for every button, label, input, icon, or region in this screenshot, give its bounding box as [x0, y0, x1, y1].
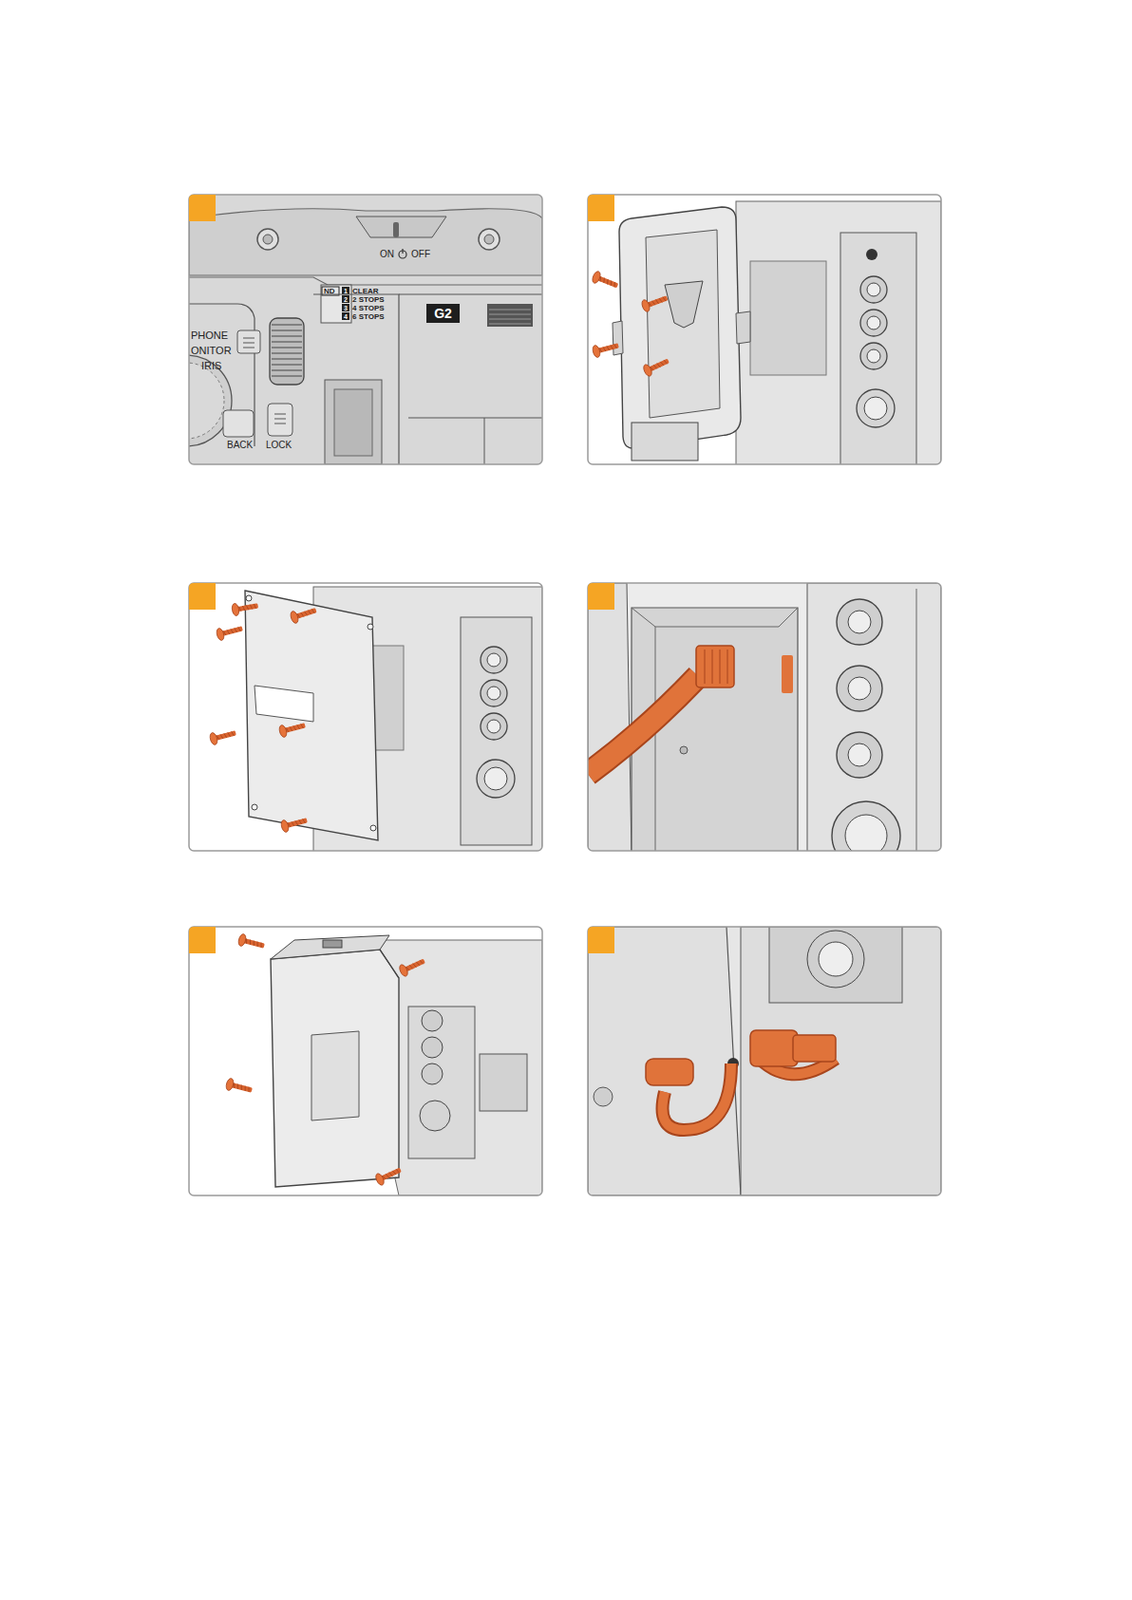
nd-setting: 2 STOPS [352, 296, 385, 304]
nd-setting: 6 STOPS [352, 313, 385, 321]
plate-attachment [188, 926, 543, 1196]
bracket-removal [188, 583, 543, 851]
camera-controls-view [188, 194, 543, 465]
callout-square [587, 926, 615, 954]
nd-number: 3 [343, 304, 348, 312]
button-label: PHONE [190, 330, 228, 341]
button-label: IRIS [201, 360, 222, 372]
model-badge: G2 [433, 306, 453, 321]
callout-square [188, 583, 216, 610]
switch-label: ON [379, 249, 395, 260]
callout-square [188, 926, 216, 954]
cable-disconnect [587, 583, 942, 851]
switch-label: OFF [411, 249, 431, 260]
nd-setting: 4 STOPS [352, 304, 385, 313]
cable-connect [587, 926, 942, 1196]
callout-square [587, 583, 615, 610]
button-label: LOCK [265, 440, 292, 451]
nd-setting: CLEAR [352, 287, 379, 296]
battery-plate-removal [587, 194, 942, 465]
nd-number: 2 [343, 296, 348, 303]
nd-number: 1 [343, 287, 348, 295]
nd-number: 4 [343, 313, 348, 321]
callout-square [587, 194, 615, 222]
button-label: ONITOR [190, 345, 232, 357]
callout-square [188, 194, 216, 222]
button-label: BACK [226, 440, 253, 451]
nd-label: ND [323, 287, 336, 296]
